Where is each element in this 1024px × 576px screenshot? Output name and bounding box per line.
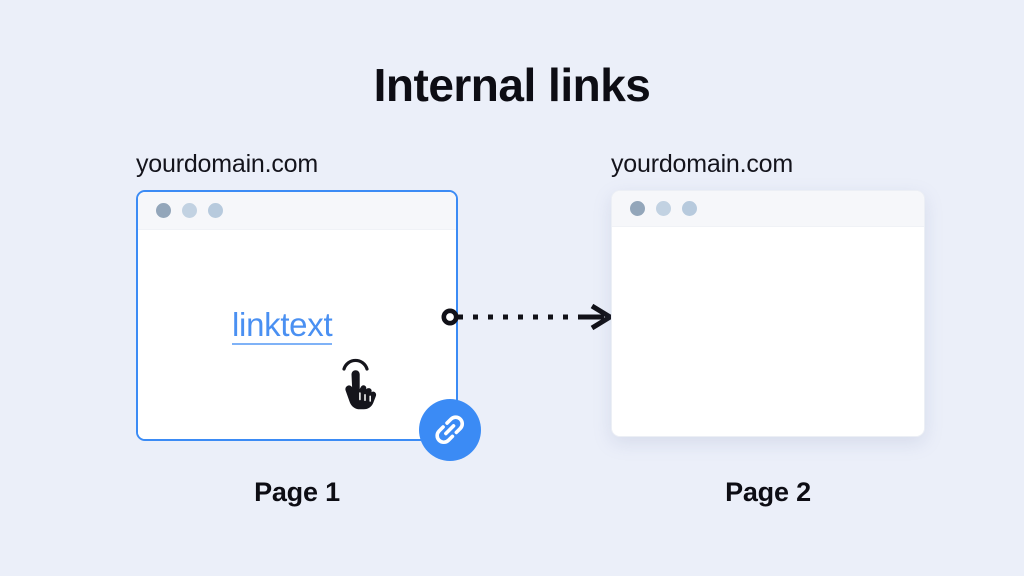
target-browser-window — [611, 190, 925, 437]
source-window-titlebar — [138, 192, 456, 230]
connector-origin-node-icon — [441, 308, 459, 326]
internal-link-anchor[interactable]: linktext — [232, 306, 333, 345]
page-title: Internal links — [373, 59, 651, 111]
source-domain-label: yourdomain.com — [136, 150, 319, 178]
window-dot-close-icon — [156, 203, 171, 218]
window-dot-minimize-icon — [656, 201, 671, 216]
source-window-viewport: linktext — [138, 230, 456, 439]
target-window-viewport — [612, 227, 924, 436]
pointing-hand-cursor-icon — [342, 358, 377, 410]
connector-arrowhead-icon — [590, 303, 615, 331]
window-dot-maximize-icon — [682, 201, 697, 216]
target-window-titlebar — [612, 191, 924, 227]
source-browser-window: linktext — [136, 190, 458, 441]
source-page-caption: Page 1 — [254, 477, 340, 507]
target-page-caption: Page 2 — [725, 477, 811, 507]
window-dot-close-icon — [630, 201, 645, 216]
internal-link-badge[interactable] — [419, 399, 481, 461]
target-domain-label: yourdomain.com — [611, 150, 794, 178]
link-chain-icon — [435, 415, 464, 444]
window-dot-minimize-icon — [182, 203, 197, 218]
link-connector-arrow — [441, 303, 615, 331]
window-dot-maximize-icon — [208, 203, 223, 218]
